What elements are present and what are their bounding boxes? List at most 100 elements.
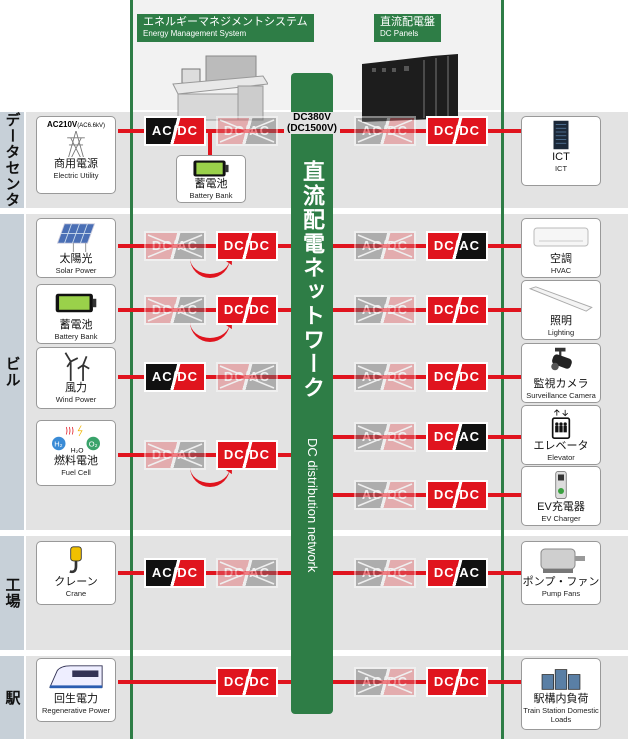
device-name-en: Surveillance Camera — [526, 391, 596, 400]
converter-label: AC/DC — [361, 369, 409, 384]
cross-out-icon — [219, 119, 275, 143]
svg-text:O₂: O₂ — [89, 440, 98, 449]
dc-dc-converter: DC/DC — [428, 297, 486, 323]
voltage-note: AC210V(AC6.6kV) — [37, 120, 115, 131]
light-fixture-icon — [522, 284, 600, 314]
device-name-en: Electric Utility — [53, 171, 99, 180]
dc-dc-converter: DC/DC — [218, 669, 276, 695]
ev-charger-icon — [522, 470, 600, 500]
converter-label: DC/AC — [151, 302, 199, 317]
cross-out-icon — [219, 365, 275, 389]
dc-dc-converter: DC/DC — [428, 482, 486, 508]
redirect-arrow-icon — [190, 465, 230, 487]
device-name-jp: 蓄電池 — [59, 319, 93, 331]
power-line — [118, 129, 292, 133]
device-name-en: Battery Bank — [189, 191, 233, 200]
cross-out-icon — [357, 234, 413, 258]
ems-title-en: Energy Management System — [143, 29, 247, 38]
cross-out-icon — [357, 561, 413, 585]
ems-title-jp: エネルギーマネジメントシステム — [143, 16, 308, 28]
voltage-note-alt: (AC6.6kV) — [77, 123, 105, 129]
dc-ac-converter: DC/AC — [428, 424, 486, 450]
converter-label: DC/DC — [223, 302, 271, 317]
converter-label: DC/DC — [433, 674, 481, 689]
power-line — [118, 680, 292, 684]
device-name-en: Battery Bank — [54, 332, 98, 341]
solar-panel-icon — [37, 222, 115, 252]
converter-label: DC/AC — [433, 429, 481, 444]
converter-label: AC/DC — [361, 565, 409, 580]
converter-label: AC/DC — [361, 674, 409, 689]
power-line — [332, 308, 522, 312]
device-name-en: Fuel Cell — [61, 468, 91, 477]
dc-dc-converter: DC/DC — [428, 118, 486, 144]
device-name-jp: 回生電力 — [54, 693, 98, 705]
station-loads-icon — [522, 662, 600, 692]
converter-label: DC/DC — [223, 674, 271, 689]
bypassed-dc-ac-converter: DC/AC — [146, 442, 204, 468]
converter-label: AC/DC — [151, 565, 199, 580]
crane-hook-icon — [37, 545, 115, 575]
device-name-en: Train Station Domestic Loads — [523, 706, 599, 724]
device-name-jp: 監視カメラ — [533, 378, 589, 390]
cross-out-icon — [357, 425, 413, 449]
power-line — [118, 308, 292, 312]
train-icon — [37, 662, 115, 692]
converter-label: DC/DC — [223, 447, 271, 462]
bypassed-ac-dc-converter: AC/DC — [356, 364, 414, 390]
converter-label: AC/DC — [151, 369, 199, 384]
motor-icon — [522, 545, 600, 575]
battery-icon — [177, 158, 245, 178]
bus-voltage: DC380V(DC1500V) — [284, 112, 340, 134]
device-name-en: ICT — [554, 164, 568, 173]
converter-label: AC/DC — [361, 238, 409, 253]
bypassed-dc-ac-converter: DC/AC — [218, 118, 276, 144]
bypassed-ac-dc-converter: AC/DC — [356, 424, 414, 450]
bypassed-dc-ac-converter: DC/AC — [218, 560, 276, 586]
ac-dc-converter: AC/DC — [146, 560, 204, 586]
battery-icon — [37, 288, 115, 318]
power-line — [118, 571, 292, 575]
dc-ac-converter: DC/AC — [428, 233, 486, 259]
dc-panels-en: DC Panels — [380, 29, 419, 38]
device-name-en: Solar Power — [55, 266, 97, 275]
power-line — [332, 571, 522, 575]
device-name-en: EV Charger — [541, 514, 581, 523]
converter-label: AC/DC — [361, 302, 409, 317]
device-name-jp: クレーン — [54, 576, 98, 588]
bus-label-jp: 直流配電ネットワーク — [300, 160, 325, 400]
device-name-jp: 蓄電池 — [194, 178, 228, 190]
battery-feed-line — [208, 131, 212, 157]
converter-label: AC/DC — [361, 487, 409, 502]
dc-dc-converter: DC/DC — [428, 364, 486, 390]
dc-dc-converter: DC/DC — [218, 442, 276, 468]
redirect-arrow-icon — [190, 256, 230, 278]
converter-label: DC/AC — [223, 369, 271, 384]
power-line — [118, 375, 292, 379]
bypassed-ac-dc-converter: AC/DC — [356, 297, 414, 323]
ac-dc-converter: AC/DC — [146, 118, 204, 144]
device-name-jp: EV充電器 — [537, 501, 585, 513]
device-name-jp: 駅構内負荷 — [533, 693, 589, 705]
dc-dc-converter: DC/DC — [218, 233, 276, 259]
bypassed-ac-dc-converter: AC/DC — [356, 669, 414, 695]
bus-voltage-main: DC380V — [293, 112, 331, 123]
dc-bus-bar — [291, 73, 333, 714]
ac-dc-converter: AC/DC — [146, 364, 204, 390]
device-name-jp: ポンプ・ファン — [522, 576, 600, 588]
dc-dc-converter: DC/DC — [428, 669, 486, 695]
bypassed-dc-ac-converter: DC/AC — [146, 297, 204, 323]
cross-out-icon — [147, 443, 203, 467]
converter-label: AC/DC — [361, 123, 409, 138]
ems-console-image — [172, 55, 268, 121]
cross-out-icon — [219, 561, 275, 585]
bypassed-ac-dc-converter: AC/DC — [356, 560, 414, 586]
device-name-en: Crane — [65, 589, 87, 598]
cross-out-icon — [357, 298, 413, 322]
